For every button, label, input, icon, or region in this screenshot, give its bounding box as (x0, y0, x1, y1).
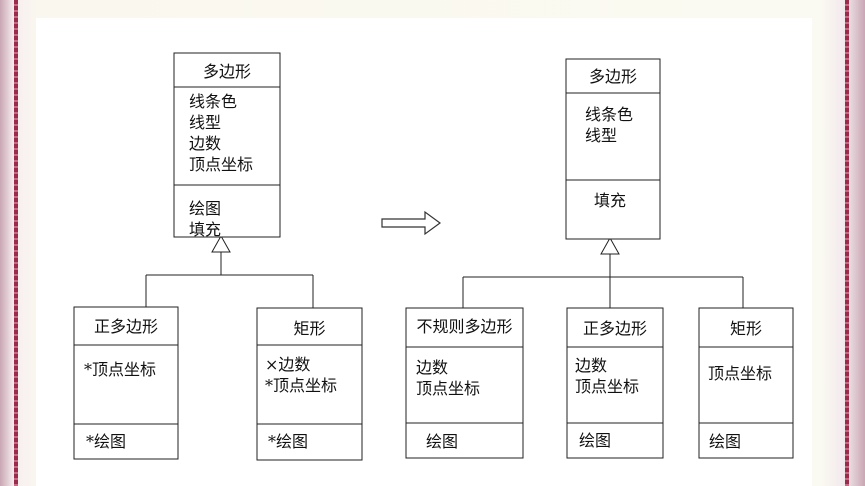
right-child-2-class-name: 正多边形 (583, 319, 647, 338)
right-child-3-attribute: 顶点坐标 (708, 364, 772, 383)
right-child-1-class-name: 不规则多边形 (416, 317, 512, 336)
right-child-3-class-name: 矩形 (730, 319, 762, 338)
right-child-1-box-outline (405, 307, 524, 459)
right-child-2-attribute: 顶点坐标 (575, 377, 639, 396)
right-child-2-attribute: 边数 (575, 356, 607, 375)
left-child-2-operation: *绘图 (268, 432, 308, 451)
right-child-1-attribute: 顶点坐标 (416, 379, 480, 398)
right-child-1-attribute: 边数 (416, 358, 448, 377)
left-child-2-attribute: ×边数 (265, 355, 310, 374)
right-parent-attribute: 线型 (585, 126, 617, 145)
left-child-1-class-name: 正多边形 (94, 317, 158, 336)
right-child-1-operation: 绘图 (426, 432, 458, 451)
left-child-1-attribute: *顶点坐标 (84, 360, 156, 379)
left-parent-attribute: 线条色 (189, 92, 237, 111)
right-parent-class-name: 多边形 (589, 67, 637, 86)
left-parent-operation: 绘图 (189, 199, 221, 218)
left-inheritance-triangle (211, 234, 231, 253)
left-child-1-box-outline (73, 306, 179, 460)
right-parent-attribute: 线条色 (585, 105, 633, 124)
left-parent-class-name: 多边形 (203, 62, 251, 81)
left-child-2-class-name: 矩形 (293, 319, 325, 338)
left-parent-attribute: 边数 (189, 134, 221, 153)
left-child-2-class-box: 矩形 ×边数 *顶点坐标 *绘图 (256, 307, 363, 461)
right-parent-operation: 填充 (594, 191, 626, 210)
right-child-3-box-outline (698, 307, 794, 459)
left-child-2-box-outline (256, 307, 363, 461)
left-border-decoration (14, 0, 18, 486)
left-child-1-class-box: 正多边形 *顶点坐标 *绘图 (73, 306, 179, 460)
left-parent-attribute: 线型 (189, 113, 221, 132)
right-child-2-box-outline (566, 307, 664, 459)
right-inheritance-triangle (600, 236, 620, 255)
left-child-2-attribute: *顶点坐标 (265, 376, 337, 395)
inheritance-connectors (145, 234, 744, 308)
left-parent-attribute: 顶点坐标 (189, 155, 253, 174)
right-border-decoration (845, 0, 849, 486)
right-child-2-operation: 绘图 (579, 431, 611, 450)
left-parent-operation: 填充 (189, 220, 221, 239)
left-parent-box-outline (173, 52, 281, 238)
right-parent-box-outline (565, 58, 661, 240)
transform-arrow-icon (381, 210, 442, 236)
right-child-3-operation: 绘图 (709, 432, 741, 451)
left-child-1-operation: *绘图 (86, 432, 126, 451)
